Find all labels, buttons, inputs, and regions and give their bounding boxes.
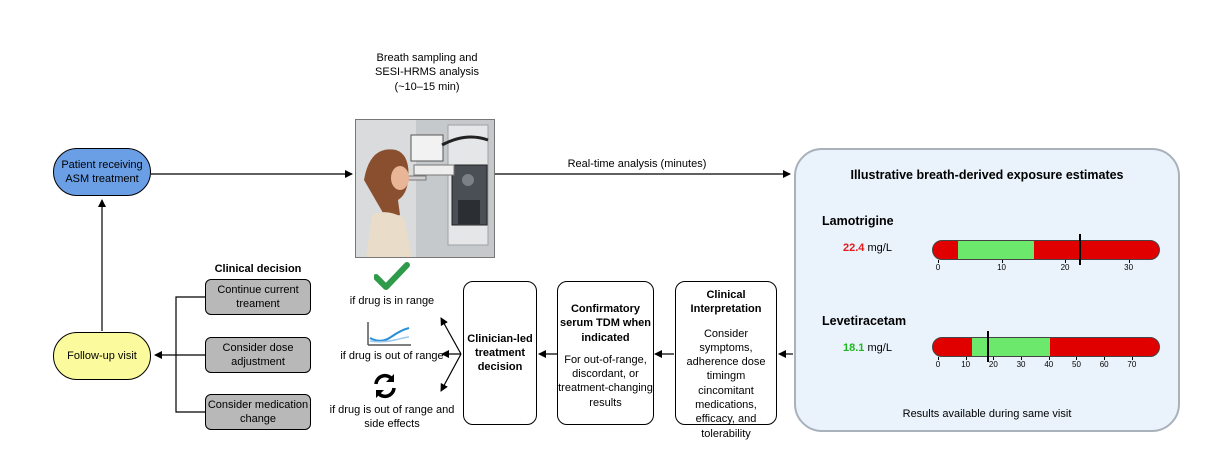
therapeutic-range	[958, 241, 1035, 259]
axis-tick	[1048, 357, 1050, 360]
drug-value-levetiracetam: 18.1	[843, 342, 865, 354]
breath-sampling-caption: Breath sampling and SESI-HRMS analysis (…	[375, 52, 479, 93]
axis-tick	[1065, 260, 1067, 263]
decision-dose-label: Consider dose adjustment	[222, 341, 294, 368]
breath-analyzer-illustration	[355, 119, 495, 258]
axis-tick	[1021, 357, 1023, 360]
drug-value-lamotrigine-row: 22.4 mg/L	[843, 242, 892, 254]
trend-chart-icon	[367, 322, 411, 346]
interpretation-card: Clinical Interpretation Consider symptom…	[675, 281, 777, 440]
decision-medication-change: Consider medication change	[205, 394, 311, 430]
interpretation-body: Consider symptoms, adherence dose timing…	[686, 327, 766, 440]
axis-tick-label: 70	[1127, 360, 1137, 369]
condition-side-effects: if drug is out of range and side effects	[329, 404, 455, 431]
decision-continue-label: Continue current treament	[217, 283, 299, 310]
axis-tick-label: 0	[935, 263, 941, 272]
patient-label: Patient receiving ASM treatment	[61, 158, 143, 185]
decision-medication-label: Consider medication change	[207, 398, 309, 425]
range-bar	[932, 337, 1160, 357]
axis-tick	[938, 260, 939, 263]
tdm-title: Confirmatory serum TDM when indicated	[559, 303, 652, 344]
condition-in-range: if drug is in range	[349, 295, 435, 307]
scale-lamotrigine: 0 10 20 30	[932, 234, 1160, 274]
axis-tick-label: 40	[1044, 360, 1054, 369]
therapeutic-range	[972, 338, 1050, 356]
patient-node: Patient receiving ASM treatment	[53, 148, 151, 196]
measured-value-marker	[1079, 234, 1082, 265]
scale-levetiracetam: 0 10 20 30 40 50 60 70	[932, 331, 1160, 371]
drug-value-lamotrigine: 22.4	[843, 242, 865, 254]
clinical-decision-title: Clinical decision	[214, 263, 302, 275]
checkmark-icon	[374, 262, 410, 290]
axis-tick	[1128, 260, 1130, 263]
drug-name-levetiracetam: Levetiracetam	[822, 314, 907, 328]
followup-label: Follow-up visit	[67, 349, 137, 362]
axis-tick-label: 0	[935, 360, 941, 369]
followup-node: Follow-up visit	[53, 332, 151, 380]
panel-footer: Results available during same visit	[902, 408, 1072, 420]
axis-tick-label: 20	[1060, 263, 1070, 272]
axis-tick	[1104, 357, 1106, 360]
refresh-cycle-icon	[374, 373, 396, 399]
tdm-card: Confirmatory serum TDM when indicated Fo…	[557, 281, 654, 425]
clinician-decision-title: Clinician-led treatment decision	[467, 332, 533, 374]
decision-dose-adjustment: Consider dose adjustment	[205, 337, 311, 373]
axis-tick-label: 60	[1099, 360, 1109, 369]
condition-out-of-range: if drug is out of range	[340, 350, 444, 362]
axis-tick	[1001, 260, 1003, 263]
axis-tick-label: 50	[1072, 360, 1081, 369]
tdm-body: For out-of-range, discordant, or treatme…	[558, 353, 653, 409]
range-bar	[932, 240, 1160, 260]
arrow-clinician-to-inrange	[440, 317, 462, 355]
measured-value-marker	[987, 331, 990, 362]
drug-name-lamotrigine: Lamotrigine	[822, 214, 894, 228]
interpretation-title: Clinical Interpretation	[690, 289, 762, 316]
exposure-panel: Illustrative breath-derived exposure est…	[794, 148, 1180, 432]
axis-tick	[1131, 357, 1133, 360]
drug-value-levetiracetam-row: 18.1 mg/L	[843, 342, 892, 354]
axis-tick-label: 30	[1124, 263, 1134, 272]
arrow-clinician-to-sideeffects	[440, 353, 462, 392]
breath-analyzer-icon	[356, 120, 494, 257]
axis-tick	[938, 357, 939, 360]
decision-continue: Continue current treament	[205, 279, 311, 315]
axis-tick-label: 10	[961, 360, 971, 369]
realtime-label: Real-time analysis (minutes)	[567, 158, 707, 170]
axis-tick-label: 20	[988, 360, 998, 369]
axis-tick	[1076, 357, 1078, 360]
axis-tick	[993, 357, 995, 360]
drug-unit-levetiracetam: mg/L	[867, 342, 892, 354]
drug-unit-lamotrigine: mg/L	[867, 242, 892, 254]
panel-title: Illustrative breath-derived exposure est…	[850, 168, 1124, 182]
clinician-decision-card: Clinician-led treatment decision	[463, 281, 537, 425]
axis-tick-label: 30	[1016, 360, 1026, 369]
axis-tick-label: 10	[997, 263, 1006, 272]
axis-tick	[965, 357, 967, 360]
